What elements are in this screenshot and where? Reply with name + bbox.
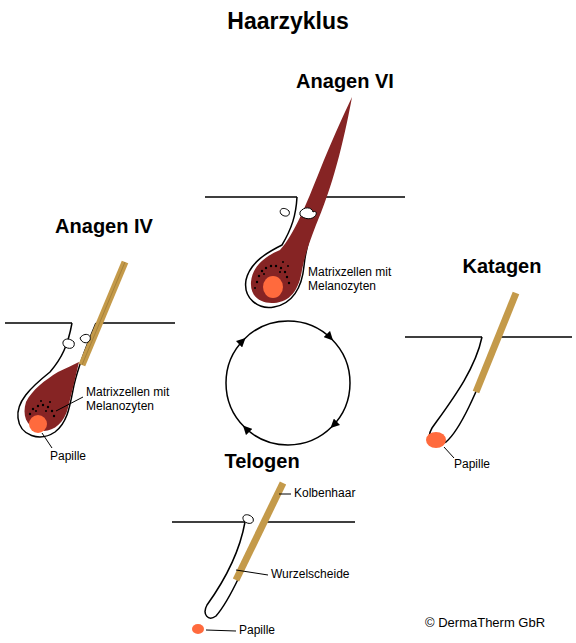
copyright-note: © DermaTherm GbR <box>425 615 545 630</box>
telogen-follicle <box>172 483 355 634</box>
diagram-title: Haarzyklus <box>227 8 348 35</box>
part-label: Matrixzellen mit Melanozyten <box>86 386 186 414</box>
cycle-circle <box>226 321 350 445</box>
stage-title: Anagen VI <box>296 70 394 93</box>
stage-title: Katagen <box>463 255 542 278</box>
part-label: Papille <box>50 450 86 464</box>
part-label: Papille <box>454 458 490 472</box>
part-label: Papille <box>239 624 275 638</box>
part-label: Kolbenhaar <box>294 487 355 501</box>
anagen-iv-follicle <box>5 262 175 448</box>
stage-title: Anagen IV <box>55 215 153 238</box>
part-label: Wurzelscheide <box>271 568 349 582</box>
katagen-follicle <box>405 293 572 458</box>
part-label: Matrixzellen mit Melanozyten <box>308 266 408 294</box>
stage-title: Telogen <box>224 450 299 473</box>
